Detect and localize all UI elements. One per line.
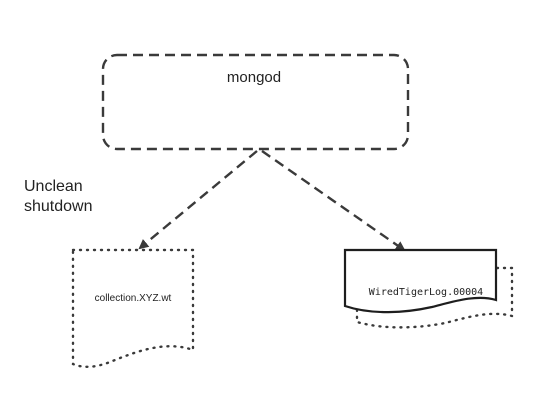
log-file-label: WiredTigerLog.00004 <box>369 287 483 298</box>
arrow-to-log-file <box>261 150 406 252</box>
annotation-line-1: Unclean <box>24 178 83 195</box>
log-file-document-shape <box>343 248 498 314</box>
data-file-label: collection.XYZ.wt <box>95 293 172 304</box>
mongod-process-node: mongod <box>101 53 410 151</box>
mongod-label: mongod <box>227 69 281 86</box>
data-file-node: collection.XYZ.wt <box>71 248 195 368</box>
log-file-node: WiredTigerLog.00004 <box>343 248 514 329</box>
arrow-to-data-file <box>138 150 258 250</box>
unclean-shutdown-annotation: Unclean shutdown <box>24 178 93 215</box>
data-file-document-shape <box>71 248 195 368</box>
annotation-line-2: shutdown <box>24 198 93 215</box>
